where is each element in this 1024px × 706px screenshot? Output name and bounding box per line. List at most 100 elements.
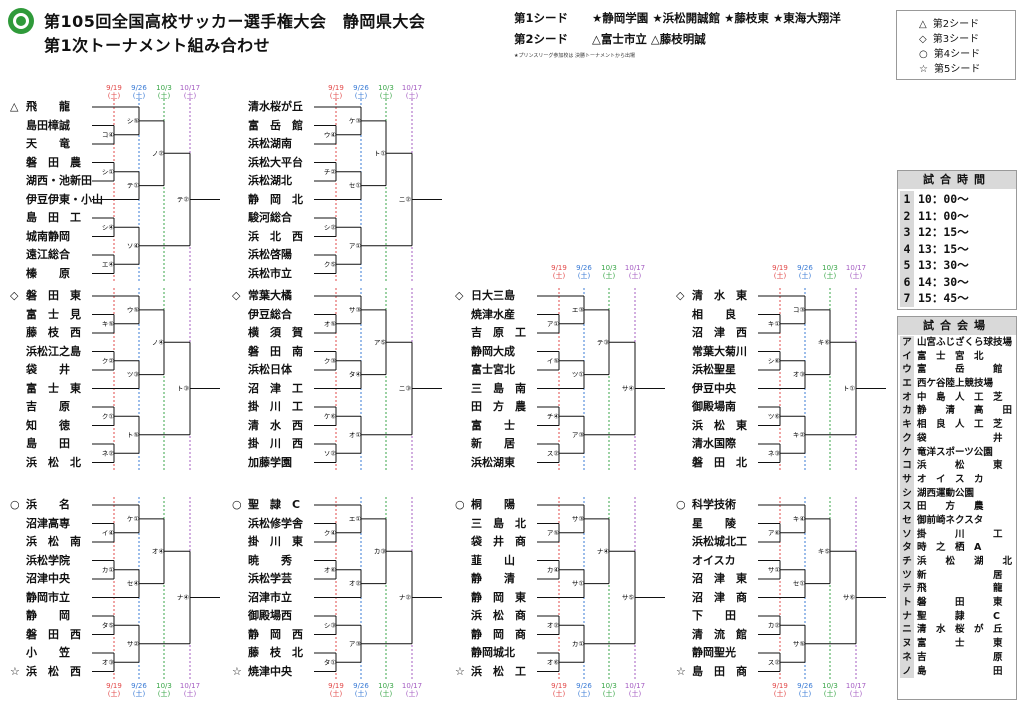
venue-code: コ — [900, 459, 914, 473]
match-code: シ⑤ — [127, 117, 140, 125]
venue-name: 御前崎ネクスタ — [917, 514, 984, 526]
team-name: 焼津水産 — [471, 307, 515, 321]
match-code: ク④ — [324, 529, 337, 537]
venue-code: ト — [900, 596, 914, 610]
match-code: エ③ — [572, 306, 585, 314]
venue-code: ス — [900, 500, 914, 514]
legend-label: 第3シード — [932, 34, 980, 45]
match-code: シ④ — [102, 223, 115, 231]
venue-code: シ — [900, 486, 914, 501]
date-header: 9/26 — [576, 264, 592, 272]
team-name: 伊豆総合 — [248, 307, 292, 321]
team-name: 浜松修学舎 — [248, 516, 303, 530]
venue-row: ヌ富 士 東 — [900, 637, 1014, 651]
logo — [6, 6, 36, 36]
date-header: 9/19 — [106, 682, 122, 690]
team-name: 浜松啓陽 — [248, 248, 292, 261]
seed-symbol: ○ — [455, 498, 465, 511]
team-name: 吉 原 工 — [471, 326, 526, 339]
venue-name: 掛 川 工 — [917, 528, 1003, 540]
match-code: ノ④ — [152, 338, 165, 346]
venue-code: サ — [900, 472, 914, 487]
date-weekday: (土) — [405, 92, 419, 100]
team-name: 浜松学芸 — [248, 572, 292, 585]
date-header: 9/26 — [797, 264, 813, 272]
match-code: ケ⑥ — [324, 412, 337, 420]
match-times-header: 試合時間 — [898, 171, 1016, 189]
venue-code: エ — [900, 377, 914, 391]
team-name: 駿河総合 — [248, 211, 292, 224]
venue-row: オ中 島 人 工 芝 — [900, 390, 1014, 405]
date-header: 9/19 — [551, 682, 567, 690]
match-code: ウ⑤ — [127, 306, 140, 314]
match-code: カ④ — [547, 566, 560, 574]
date-header: 9/26 — [353, 84, 369, 92]
team-name: 静岡聖光 — [692, 646, 736, 659]
match-code: キ② — [793, 431, 806, 439]
venue-row: ニ清 水 桜 が 丘 — [900, 623, 1014, 638]
team-name: 島 田 工 — [26, 211, 81, 224]
match-code: サ⑤ — [622, 594, 635, 602]
team-name: 聖 隷 C — [248, 498, 301, 511]
date-weekday: (土) — [602, 272, 616, 280]
date-header: 10/17 — [624, 682, 646, 690]
date-weekday: (土) — [183, 690, 197, 698]
match-code: ク⑤ — [324, 260, 337, 268]
team-name: 掛 川 東 — [248, 535, 303, 548]
team-name: 天 竜 — [26, 137, 70, 150]
venue-row: ノ島 田 — [900, 664, 1014, 679]
date-header: 9/26 — [131, 84, 147, 92]
date-weekday: (土) — [329, 92, 343, 100]
venue-row: ク袋 井 — [900, 431, 1014, 446]
venue-code: セ — [900, 513, 914, 528]
date-weekday: (土) — [354, 92, 368, 100]
team-name: 富 士 東 — [26, 381, 81, 395]
seed-symbol: ☆ — [676, 664, 686, 678]
match-code: ニ③ — [399, 385, 412, 393]
venue-name: 吉 原 — [917, 651, 1003, 663]
date-weekday: (土) — [628, 690, 642, 698]
seed-symbol: ○ — [676, 498, 686, 511]
legend-symbol: ○ — [919, 49, 928, 60]
team-name: 島田樟誠 — [26, 118, 70, 132]
team-name: 沼津中央 — [26, 572, 70, 585]
date-weekday: (土) — [849, 690, 863, 698]
seed1-label: 第1シード — [514, 11, 569, 25]
match-code: オ② — [547, 621, 560, 629]
team-name: 沼 津 西 — [692, 326, 747, 339]
date-weekday: (土) — [823, 690, 837, 698]
match-code: テ③ — [597, 338, 610, 346]
venue-code: キ — [900, 418, 914, 432]
team-name: 沼津市立 — [248, 590, 292, 604]
venue-code: ニ — [900, 623, 914, 638]
match-code: セ④ — [127, 580, 140, 588]
team-name: 浜 北 西 — [248, 229, 303, 243]
venue-row: ツ新 居 — [900, 568, 1014, 583]
team-name: 静 岡 西 — [248, 627, 303, 641]
venue-name: 新 居 — [917, 569, 1003, 581]
team-name: 浜松大平台 — [248, 155, 303, 169]
match-code: シ③ — [324, 621, 337, 629]
date-header: 10/3 — [601, 682, 617, 690]
venue-code: ヌ — [900, 637, 914, 651]
match-code: サ② — [127, 640, 140, 648]
date-weekday: (土) — [577, 272, 591, 280]
team-name: 浜 松 西 — [26, 664, 81, 678]
team-name: 常葉大橘 — [248, 289, 292, 302]
match-code: ナ② — [399, 594, 412, 602]
date-header: 10/3 — [601, 264, 617, 272]
match-code: ク③ — [324, 357, 337, 365]
date-weekday: (土) — [107, 690, 121, 698]
seed-symbol: ◇ — [676, 289, 685, 302]
venue-name: 富 士 東 — [917, 638, 1003, 650]
venue-name: 飛 龍 — [917, 583, 1003, 595]
date-weekday: (土) — [354, 690, 368, 698]
team-name: 磐 田 北 — [692, 455, 747, 469]
match-code: ア① — [547, 320, 560, 328]
team-name: 飛 龍 — [26, 100, 70, 113]
venue-name: 富 岳 館 — [917, 364, 1003, 376]
match-code: ソ④ — [127, 242, 140, 250]
team-name: 沼 津 工 — [248, 381, 303, 395]
venue-name: 袋 井 — [917, 432, 1003, 444]
